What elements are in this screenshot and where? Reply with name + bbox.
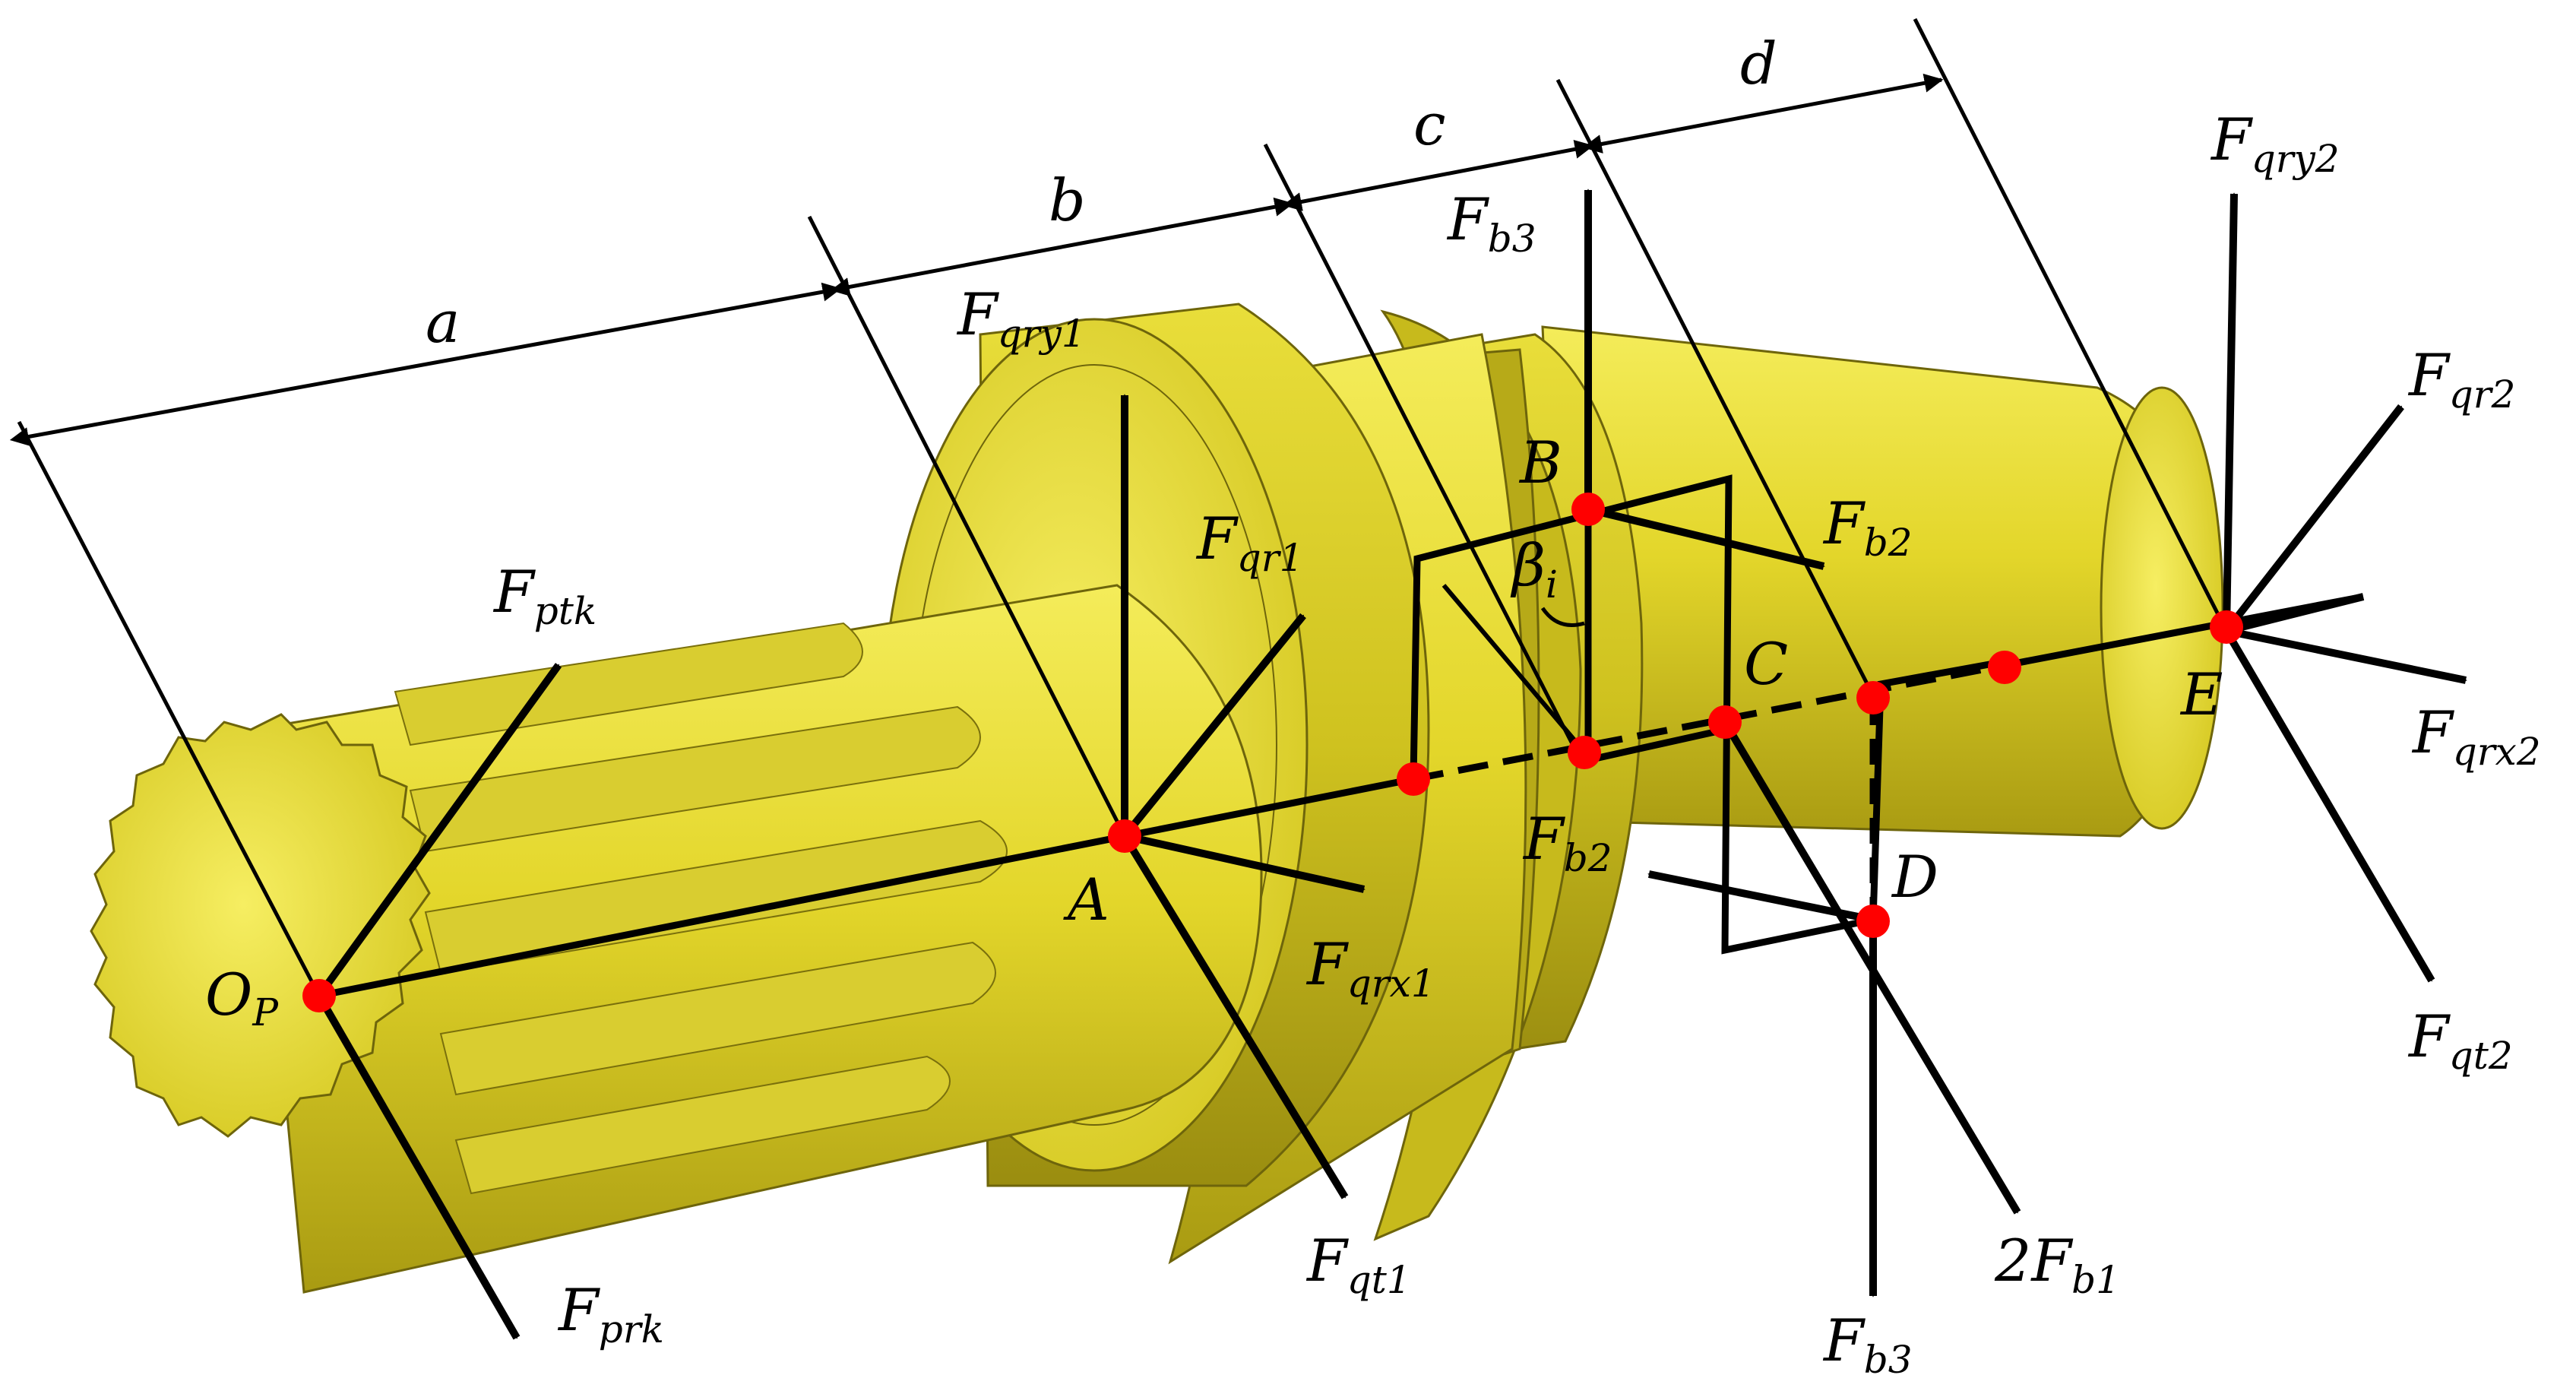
point-frame-left [1397, 762, 1430, 796]
beta-reference-line [1441, 584, 1590, 758]
dim-line-d [1582, 73, 1944, 154]
dim-line-c [1282, 139, 1594, 211]
dim-label-c: c [1413, 90, 1446, 158]
point-label-d: D [1891, 843, 1938, 911]
spline-shaft [249, 584, 1263, 1294]
force-label-fb2-left: Fb2 [1522, 805, 1612, 880]
point-a [1108, 819, 1141, 853]
force-label-fptk: Fptk [492, 558, 597, 633]
point-label-op: OP [205, 961, 279, 1034]
dim-label-b: b [1049, 166, 1086, 234]
point-e [2210, 610, 2243, 644]
arrow-fqrx1 [1123, 832, 1366, 893]
force-label-fqry2: Fqry2 [2210, 106, 2340, 181]
point-frame-mid [1856, 681, 1890, 714]
arrow-fqry2 [2223, 192, 2238, 632]
arrow-2fb1 [1721, 720, 2021, 1215]
point-label-e: E [2179, 661, 2223, 728]
force-label-fqt2: Fqt2 [2407, 1003, 2513, 1078]
force-label-fb2-right: Fb2 [1822, 489, 1913, 565]
arrow-fptk [315, 663, 562, 998]
point-b [1571, 493, 1605, 526]
dim-line-a [9, 282, 842, 446]
angle-label-beta: βi [1510, 531, 1558, 607]
dimension-extension-lines [17, 17, 2229, 997]
force-label-2fb1: 2Fb1 [1994, 1227, 2120, 1302]
point-op [302, 979, 336, 1012]
force-label-fb3-top: Fb3 [1446, 185, 1536, 261]
force-label-fqry1: Fqry1 [956, 280, 1086, 356]
force-label-fprk: Fprk [557, 1276, 664, 1351]
point-label-c: C [1744, 630, 1788, 698]
point-label-b: B [1518, 429, 1562, 496]
dim-label-d: d [1740, 30, 1777, 97]
arrow-e-axis-tail [2225, 593, 2365, 635]
dim-line-b [830, 197, 1294, 296]
dim-label-a: a [426, 288, 460, 356]
arrow-fqrx2 [2225, 627, 2467, 684]
arrow-fqr1 [1122, 613, 1306, 839]
point-b-axis [1568, 736, 1601, 769]
arrow-fqt1 [1121, 834, 1349, 1199]
spline-grooves [394, 622, 1008, 1195]
point-frame-right [1988, 651, 2021, 684]
force-label-fqr1: Fqr1 [1195, 505, 1303, 580]
point-label-a: A [1063, 866, 1109, 933]
force-label-fqrx2: Fqrx2 [2411, 699, 2541, 774]
arrow-fprk [315, 993, 521, 1340]
arrow-fqt2 [2223, 629, 2435, 983]
force-label-fqrx1: Fqrx1 [1305, 930, 1435, 1006]
force-label-fb3-bottom: Fb3 [1822, 1307, 1913, 1382]
spline-end-face [90, 713, 431, 1138]
axis-solid-left [318, 775, 1414, 1000]
point-d [1856, 905, 1890, 938]
force-label-fqr2: Fqr2 [2407, 341, 2515, 417]
dimension-lines [9, 73, 1944, 446]
force-label-fqt1: Fqt1 [1305, 1227, 1411, 1302]
right-journal-end-face [2100, 386, 2224, 830]
point-c [1708, 705, 1742, 739]
beta-angle-arc [1540, 607, 1585, 627]
arrow-fb2-right [1587, 505, 1825, 570]
arrow-fqr2 [2223, 404, 2404, 634]
